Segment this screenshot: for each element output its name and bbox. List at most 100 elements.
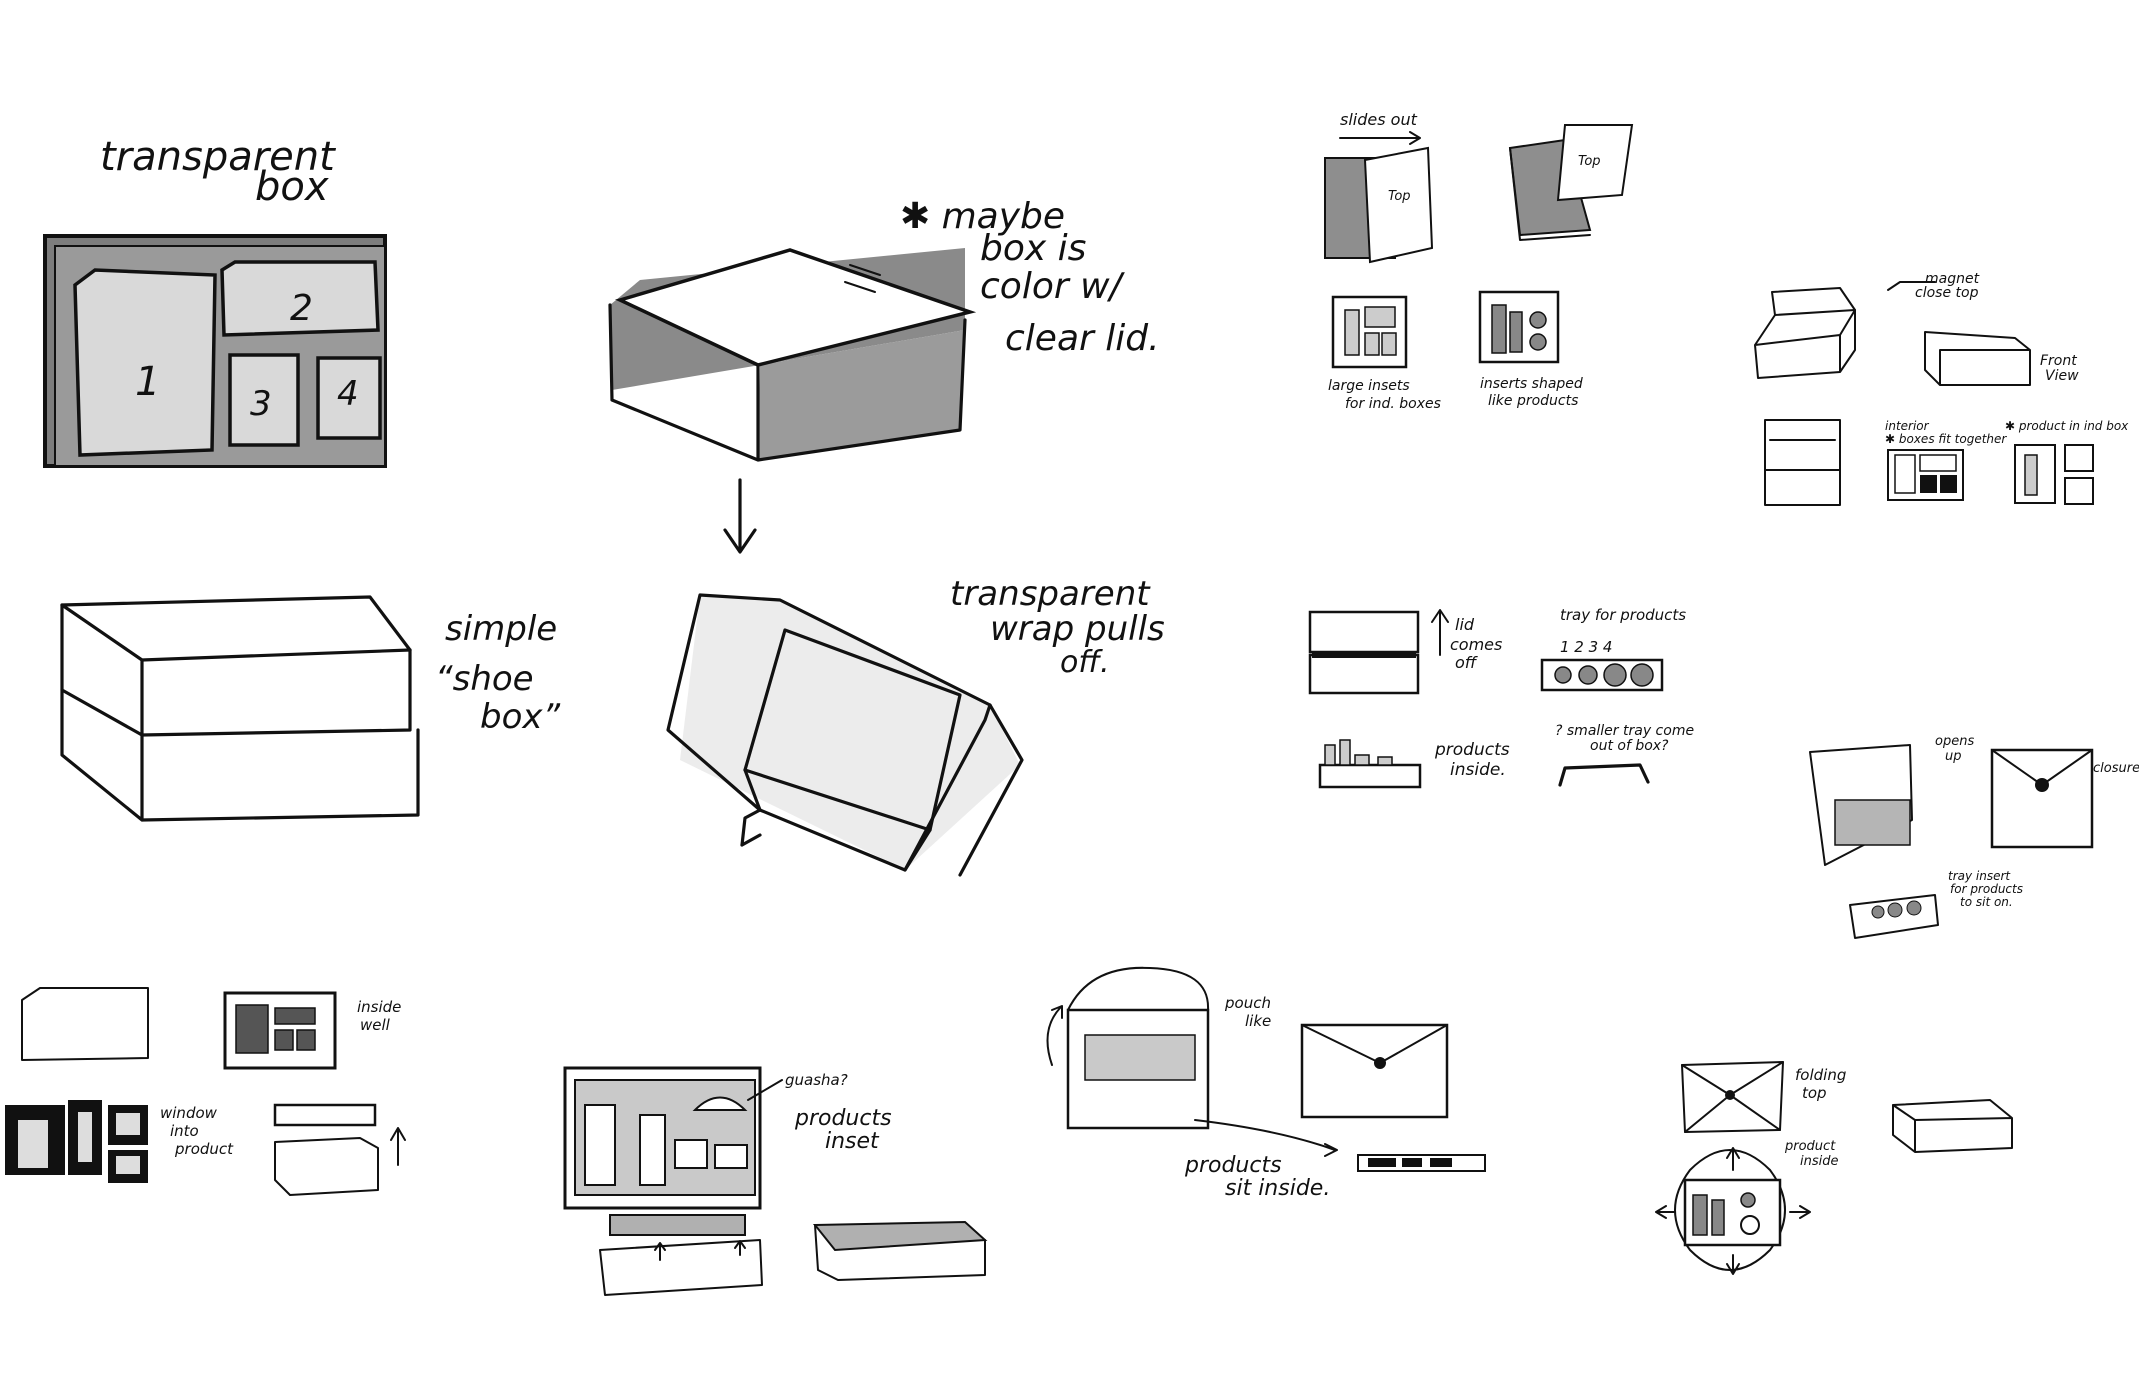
window-product-1: [18, 1120, 48, 1168]
folding-top-sketch: folding top product inside: [1655, 1061, 2013, 1275]
window-product-2: [78, 1112, 92, 1162]
magnet-label-1: magnet: [1925, 271, 1980, 287]
lid-label-3: off: [1455, 653, 1479, 672]
window-sketch: inside well window into product: [5, 987, 406, 1196]
guasha-pointer: [747, 1079, 783, 1101]
opens-up-label-2: up: [1945, 749, 1962, 764]
front-view-box: [1924, 331, 2031, 386]
folding-button: [1725, 1090, 1735, 1100]
lid-label-2: comes: [1450, 635, 1502, 654]
box-edges: [608, 303, 967, 462]
box-lid: [615, 248, 977, 367]
interior-label-2: ✱ boxes fit together: [1885, 432, 2007, 446]
lid-shine: [844, 264, 881, 293]
shaped-bottle-1: [1491, 304, 1507, 354]
large-insets-label-1: large insets: [1328, 378, 1410, 394]
pouch-sketch: pouch like products sit inside.: [1046, 966, 1486, 1201]
product-bottle-2: [1339, 739, 1351, 766]
simple-label-1: simple: [445, 609, 557, 649]
envelope-body: [1300, 1023, 1449, 1119]
interior-cell-2: [1919, 454, 1957, 472]
inset-cell-1: [1344, 309, 1360, 356]
products-inside-label-2: inside.: [1450, 760, 1506, 780]
magnet-arrow: [1887, 281, 1936, 291]
closed-box-top: [812, 1220, 988, 1252]
product-jar-1: [1354, 754, 1370, 766]
shoe-box-sketch: simple “shoe box”: [60, 595, 561, 822]
tray-insert-label-1: tray insert: [1948, 869, 2011, 883]
well-cell-3: [274, 1029, 294, 1051]
products-inside-label-1: products: [1434, 740, 1510, 760]
insert-number-2: 2: [290, 288, 313, 329]
folding-label-2: top: [1802, 1084, 1827, 1102]
shaped-jar-1: [1529, 311, 1547, 329]
unfolded-bottle-1: [1692, 1194, 1708, 1236]
simple-label-3: box”: [480, 697, 561, 737]
maybe-label-3: color w/: [980, 266, 1126, 307]
prod-inside-label-2: inside: [1800, 1154, 1839, 1169]
insert-3: [228, 353, 300, 447]
tray-numbers: 1 2 3 4: [1560, 638, 1612, 656]
lid-off-sketch: lid comes off tray for products 1 2 3 4 …: [1308, 606, 1694, 789]
window-product-3: [116, 1113, 140, 1135]
front-view-label-1: Front: [2040, 353, 2077, 369]
sit-inside-label-1: products: [1184, 1153, 1282, 1178]
window-label-1: window: [160, 1104, 218, 1122]
tray-well-2: [1578, 665, 1598, 685]
well-cell-1: [235, 1004, 269, 1054]
products-inset-label-2: inset: [825, 1129, 880, 1154]
inset-bottle-2: [639, 1114, 666, 1186]
insert-2: [220, 260, 380, 337]
inset-jar-1: [674, 1139, 708, 1169]
small-tray: [1558, 763, 1650, 787]
inside-well-label-2: well: [360, 1016, 391, 1034]
tray-insert-well-1: [1871, 905, 1885, 919]
lid-band: [1312, 652, 1416, 658]
pouch-open-arrow: [1046, 1005, 1063, 1066]
pouch-tray-slot-2: [1402, 1158, 1422, 1167]
open-box: [1764, 419, 1841, 506]
lifted-lid: [273, 1103, 377, 1127]
down-arrow: [723, 478, 757, 554]
wrap-label-3: off.: [1060, 645, 1110, 680]
box-b-edges: [1509, 147, 1591, 241]
top-label-b: Top: [1578, 154, 1601, 169]
wrap-label-1: transparent: [950, 574, 1151, 614]
wrap-box-sketch: transparent wrap pulls off.: [666, 574, 1165, 877]
pouch-tray-slot-1: [1368, 1158, 1396, 1167]
magnet-box-sketch: magnet close top Front View interior ✱ b…: [1754, 271, 2129, 506]
inset-cell-4: [1381, 332, 1397, 356]
sit-inside-arrow: [1194, 1119, 1338, 1157]
box-front-dark: [758, 330, 965, 460]
magnet-box-lid: [1771, 287, 1856, 316]
top-label-a: Top: [1388, 189, 1411, 204]
tray-well-4: [1630, 663, 1654, 687]
tray-insert-well-3: [1906, 900, 1922, 916]
slide-out-sketch: slides out Top Top: [1324, 110, 1634, 264]
product-ind-bottle: [2024, 454, 2038, 496]
window-label-3: product: [174, 1140, 234, 1158]
closure-label: closure: [2093, 761, 2139, 776]
color-box-sketch: ✱ maybe box is color w/ clear lid.: [608, 196, 1160, 554]
pouch-tray-slot-3: [1430, 1158, 1452, 1167]
insert-number-4: 4: [337, 374, 359, 414]
inset-cell-2: [1364, 306, 1396, 328]
inset-arrows: [654, 1240, 746, 1261]
tray-well-3: [1603, 663, 1627, 687]
slides-out-label: slides out: [1340, 110, 1418, 129]
pouch-label-2: like: [1245, 1012, 1271, 1030]
wrap-edges: [743, 703, 1024, 877]
unfolded-bottle-2: [1711, 1199, 1725, 1236]
closure-box: [1990, 748, 2094, 849]
pouch-flap: [1067, 966, 1210, 1011]
maybe-label-2: box is: [980, 228, 1086, 269]
maybe-label-4: clear lid.: [1005, 318, 1160, 359]
base-box: [274, 1137, 379, 1196]
interior-cell-3: [1920, 475, 1937, 493]
front-view-label-2: View: [2045, 368, 2079, 384]
tray-insert-well-2: [1887, 902, 1903, 918]
prod-inside-label-1: product: [1784, 1139, 1836, 1154]
lift-arrow: [390, 1127, 406, 1166]
inset-lid: [609, 1214, 746, 1236]
